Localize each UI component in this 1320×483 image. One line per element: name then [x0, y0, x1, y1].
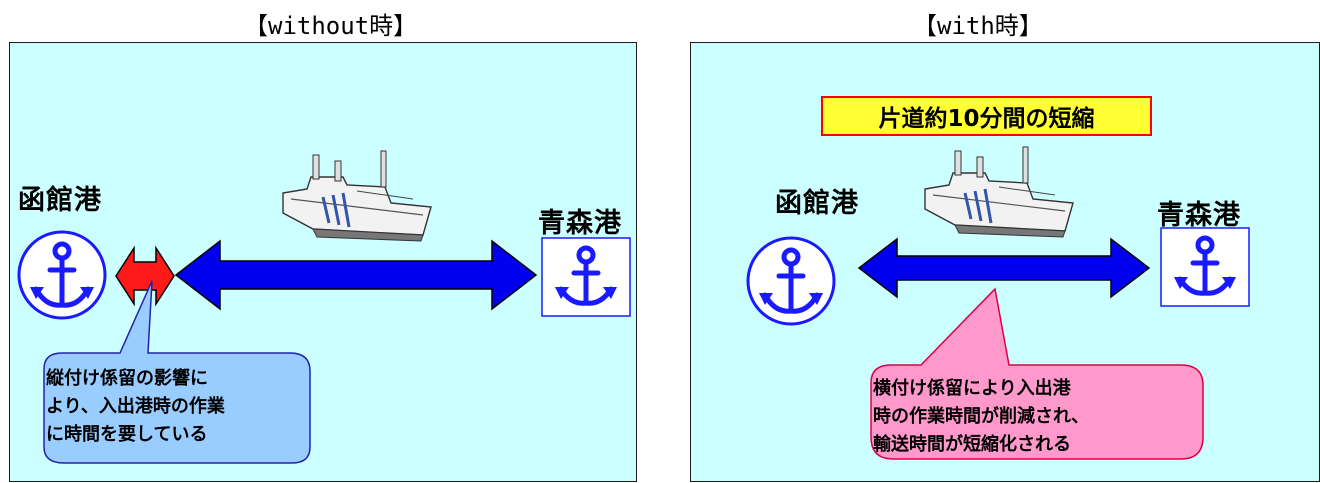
callout-text-without: 縦付け係留の影響に より、入出港時の作業 に時間を要している: [46, 368, 225, 445]
callout-bubble-without: [43, 280, 311, 464]
without-panel: 函館港 青森港: [9, 42, 637, 482]
ferry-ship-icon: [282, 150, 432, 242]
route-arrow-blue: [174, 239, 538, 311]
port-label-hakodate: 函館港: [18, 185, 102, 216]
anchor-icon-aomori: [541, 237, 631, 317]
route-arrow-blue: [857, 237, 1151, 299]
port-label-aomori: 青森港: [538, 208, 622, 239]
port-label-aomori: 青森港: [1157, 200, 1241, 231]
delay-arrow-red: [115, 245, 175, 307]
with-panel: 片道約10分間の短縮 函館港 青森港: [690, 42, 1320, 482]
callout-text-with: 横付け係留により入出港 時の作業時間が削減され、 輸送時間が短縮化される: [873, 378, 1090, 455]
without-heading: 【without時】: [244, 12, 418, 40]
anchor-icon-hakodate: [746, 236, 836, 326]
headline-box: 片道約10分間の短縮: [821, 96, 1152, 136]
ferry-ship-icon: [924, 146, 1074, 238]
port-label-hakodate: 函館港: [775, 188, 859, 219]
with-heading: 【with時】: [913, 12, 1043, 40]
callout-bubble-with: [870, 287, 1204, 460]
anchor-icon-hakodate: [17, 230, 107, 320]
anchor-icon-aomori: [1160, 227, 1250, 307]
